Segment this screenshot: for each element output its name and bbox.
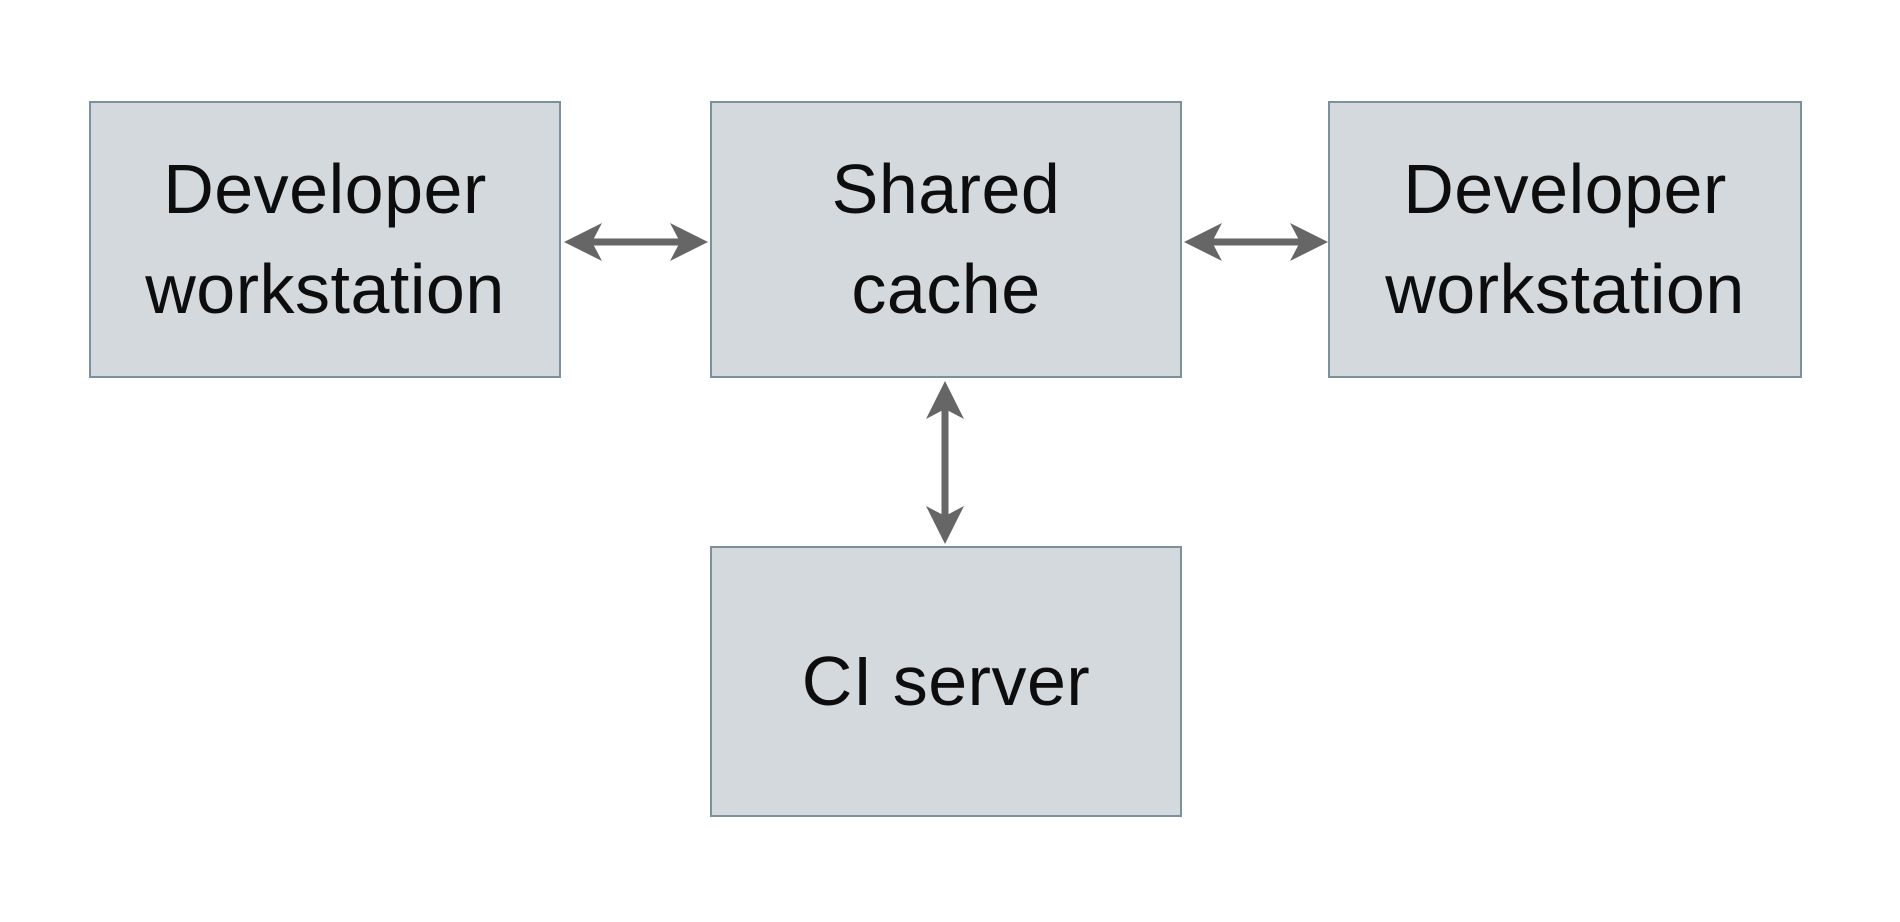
bidirectional-arrow-left-icon (564, 223, 708, 261)
bidirectional-arrow-vertical-icon (926, 381, 964, 544)
node-label-ci-server: CI server (801, 641, 1091, 720)
arrowhead-top (926, 381, 964, 419)
node-label-developer-workstation-left: Developer workstation (145, 150, 505, 328)
arrowhead-right (1290, 223, 1328, 261)
bidirectional-arrow-right-icon (1184, 223, 1328, 261)
arrowhead-bottom (926, 506, 964, 544)
node-ci-server: CI server (710, 546, 1182, 817)
arrowhead-left (1184, 223, 1222, 261)
node-label-shared-cache: Shared cache (831, 150, 1061, 328)
node-label-developer-workstation-right: Developer workstation (1385, 150, 1745, 328)
arrowhead-left (564, 223, 602, 261)
arrowhead-right (670, 223, 708, 261)
node-shared-cache: Shared cache (710, 101, 1182, 378)
node-developer-workstation-left: Developer workstation (89, 101, 561, 378)
node-developer-workstation-right: Developer workstation (1328, 101, 1802, 378)
